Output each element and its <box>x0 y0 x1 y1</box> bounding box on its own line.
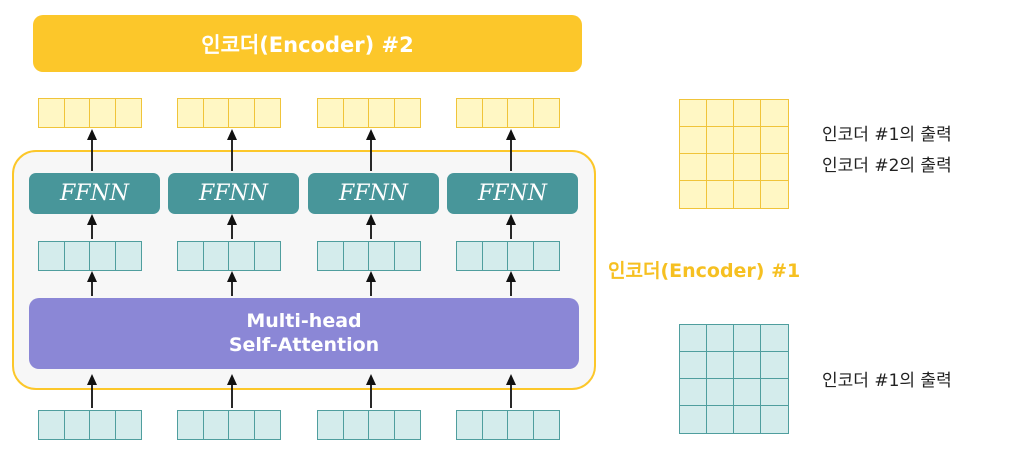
legend-top-line1: 인코더 #1의 출력 <box>822 125 952 145</box>
input-vector <box>177 410 281 440</box>
ffnn-block: FFNN <box>29 173 160 214</box>
attention-line2: Self-Attention <box>228 333 380 356</box>
encoder1-label: 인코더(Encoder) #1 <box>608 260 801 282</box>
output-vector <box>317 98 421 128</box>
input-vector <box>38 410 142 440</box>
output-vector <box>177 98 281 128</box>
hidden-vector <box>456 241 560 271</box>
output-vector <box>456 98 560 128</box>
encoder2-block: 인코더(Encoder) #2 <box>33 15 582 72</box>
legend-bottom-line1: 인코더 #1의 출력 <box>822 371 952 391</box>
encoder2-title: 인코더(Encoder) #2 <box>201 32 414 57</box>
legend-top-line2: 인코더 #2의 출력 <box>822 156 952 176</box>
ffnn-label: FFNN <box>338 181 409 206</box>
ffnn-label: FFNN <box>59 181 130 206</box>
ffnn-block: FFNN <box>447 173 578 214</box>
attention-line1: Multi-head <box>246 309 362 332</box>
hidden-vector <box>38 241 142 271</box>
input-vector <box>317 410 421 440</box>
ffnn-block: FFNN <box>308 173 439 214</box>
ffnn-label: FFNN <box>477 181 548 206</box>
legend-yellow-grid <box>679 99 789 209</box>
multi-head-attention-block: Multi-head Self-Attention <box>29 298 579 369</box>
output-vector <box>38 98 142 128</box>
input-vector <box>456 410 560 440</box>
hidden-vector <box>317 241 421 271</box>
ffnn-block: FFNN <box>168 173 299 214</box>
hidden-vector <box>177 241 281 271</box>
ffnn-label: FFNN <box>198 181 269 206</box>
legend-teal-grid <box>679 324 789 434</box>
